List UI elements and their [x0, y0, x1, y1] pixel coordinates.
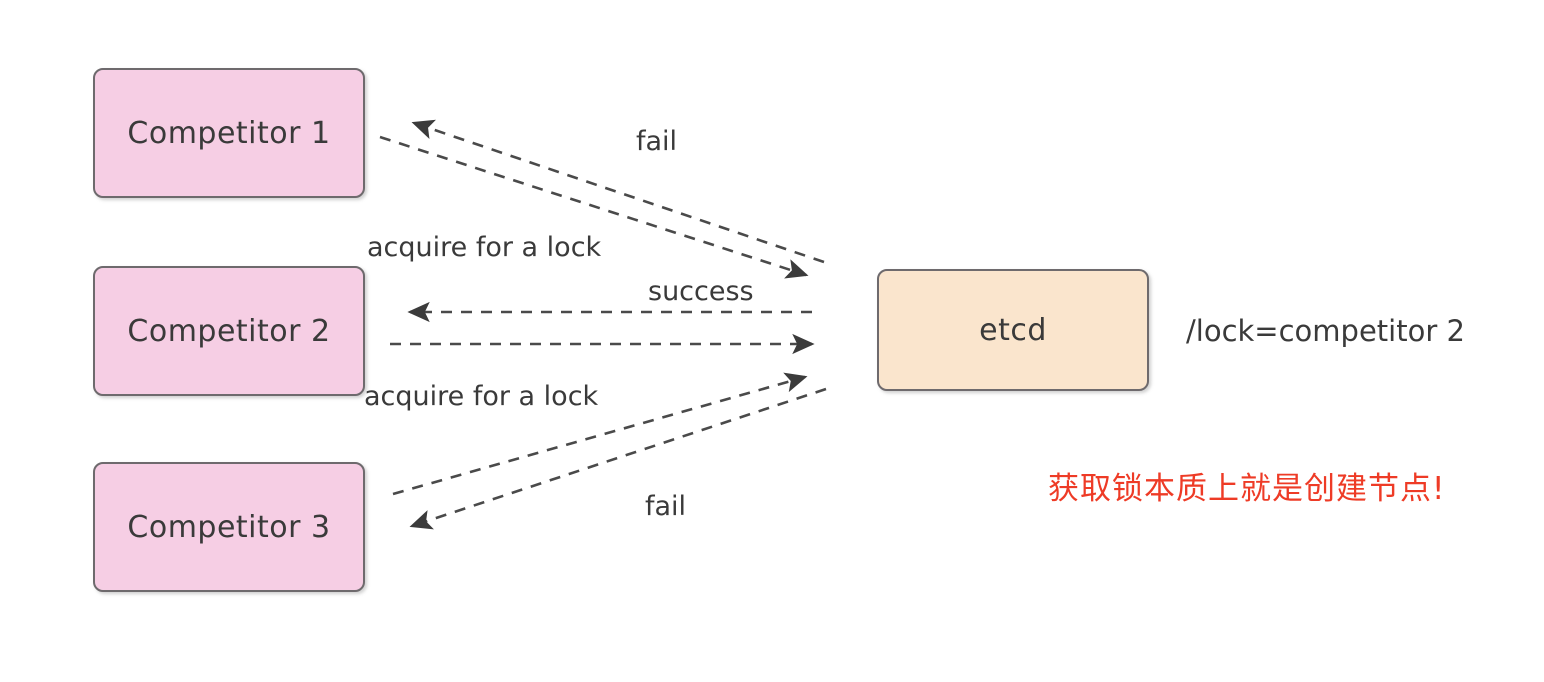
edge-label-fail-top: fail — [636, 126, 678, 157]
node-label: Competitor 1 — [127, 115, 331, 151]
node-label: etcd — [979, 312, 1047, 348]
edge-label-success: success — [648, 276, 754, 307]
node-competitor-1[interactable]: Competitor 1 — [93, 68, 365, 198]
node-competitor-3[interactable]: Competitor 3 — [93, 462, 365, 592]
annotation-lock-key: /lock=competitor 2 — [1186, 314, 1465, 348]
node-label: Competitor 2 — [127, 313, 331, 349]
node-competitor-2[interactable]: Competitor 2 — [93, 266, 365, 396]
edge-label-acquire-top: acquire for a lock — [367, 232, 602, 263]
edge-label-fail-bottom: fail — [645, 491, 687, 522]
node-etcd[interactable]: etcd — [877, 269, 1149, 391]
annotation-chinese-note: 获取锁本质上就是创建节点! — [1048, 471, 1446, 507]
node-label: Competitor 3 — [127, 509, 331, 545]
edge-label-acquire-bottom: acquire for a lock — [364, 381, 599, 412]
